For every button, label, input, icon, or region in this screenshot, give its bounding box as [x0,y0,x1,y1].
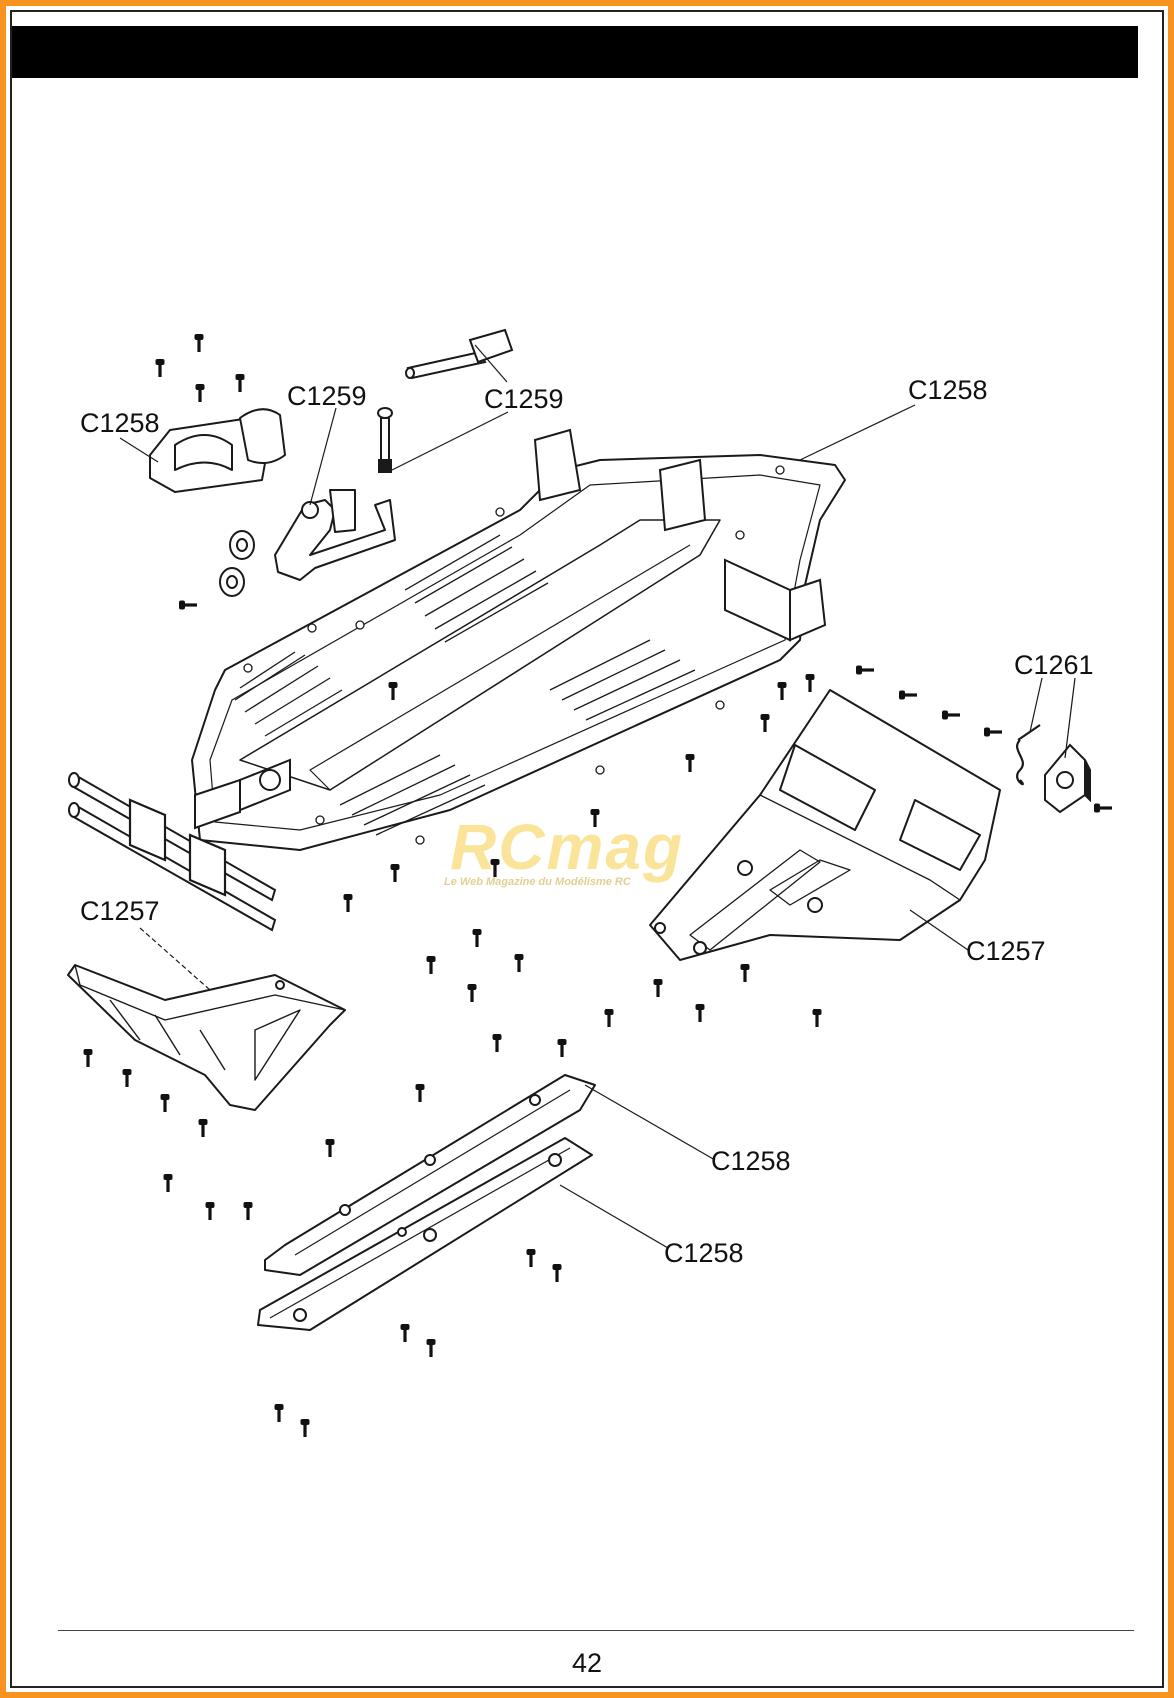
rear-skid-plate [67,964,346,1111]
front-bulkhead [533,428,827,642]
label-c1258-gear-cover: C1258 [80,408,160,438]
front-skid-plate [649,689,1001,961]
label-c1258-side-rail-lower: C1258 [664,1238,744,1268]
bearings [219,530,255,597]
rear-axle-rods [68,772,277,932]
pivot-pin [377,407,393,473]
label-c1261: C1261 [1014,650,1094,680]
page-number: 42 [571,1648,603,1678]
chassis-slots-left [234,534,549,737]
footer-rule [58,1630,1134,1631]
servo-bracket-part [274,489,396,581]
bumper-mount-part [1044,743,1091,814]
label-c1257-front: C1257 [966,936,1046,966]
page-frame-inner [10,10,1164,1688]
chassis-holes [243,465,785,845]
label-c1259-servo-saver: C1259 [484,384,564,414]
side-rail-upper [264,1074,596,1276]
side-rail-lower [257,1137,593,1331]
label-c1259-bracket: C1259 [287,381,367,411]
label-c1258-chassis: C1258 [908,375,988,405]
label-c1257-rear: C1257 [80,896,160,926]
leader-lines [119,344,1076,1249]
label-c1258-side-rail-upper: C1258 [711,1146,791,1176]
servo-arm-part [405,328,514,380]
chassis-slots-right [339,639,696,836]
main-chassis [191,454,846,851]
spring-part [1016,724,1041,786]
header-bar [12,26,1138,78]
rear-bulkhead [194,758,291,830]
gear-cover-part [149,408,286,493]
